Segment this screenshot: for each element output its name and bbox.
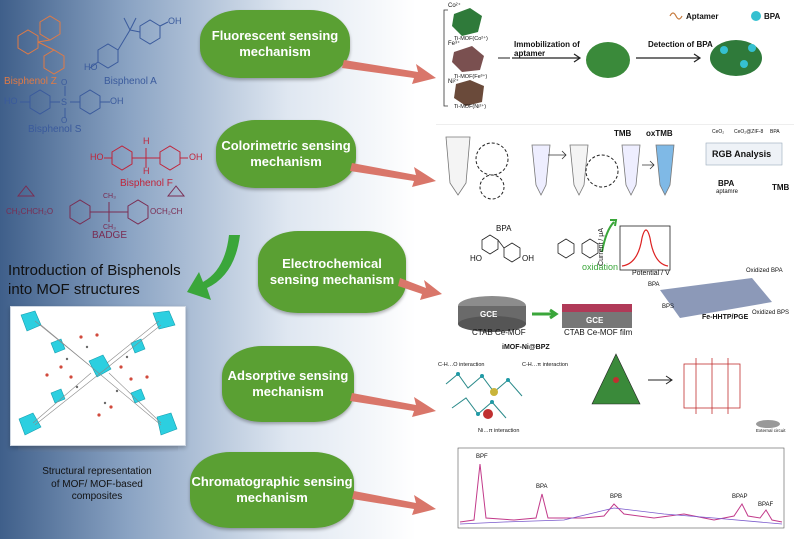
ec-bpa-2: BPA (648, 282, 660, 288)
ec-oh: OH (522, 254, 534, 263)
structural-caption: Structural representation of MOF/ MOF-ba… (42, 466, 152, 502)
metal-ni: Ni²⁺ (448, 79, 459, 85)
badge-ch3-bottom: CH₃ (103, 224, 116, 231)
mechanism-electrochemical: Electrochemical sensing mechanism (258, 231, 406, 313)
mof-co-label: Ti-MOF(Co²⁺) (454, 36, 488, 42)
mechanism-chromatographic: Chromatographic sensing mechanism (190, 452, 354, 528)
bisphenol-z-label: Bisphenol Z (4, 76, 57, 87)
bisphenol-s-label: Bisphenol S (28, 124, 82, 135)
bisphenol-f-label: Bisphenol F (120, 178, 173, 189)
step-immobilization: Immobilization of aptamer (514, 40, 580, 58)
arrow-chromatographic (352, 491, 436, 515)
fluorescent-drawing (443, 8, 762, 107)
legend-ceo2: CeO₂ (712, 129, 725, 135)
legend-bpa: BPA (764, 12, 781, 21)
badge-right-group: OCH₂CH (150, 207, 183, 216)
current-axis-label: Current / μA (598, 228, 605, 266)
badge-label: BADGE (92, 230, 128, 241)
mof-ni-label: Ti-MOF(Ni²⁺) (454, 104, 487, 110)
mechanism-fluorescent: Fluorescent sensing mechanism (200, 10, 350, 78)
fluorescent-panel: Co²⁺ Fe³⁺ Ni²⁺ Ti-MOF(Co²⁺) Ti-MOF(Fe³⁺)… (440, 2, 790, 112)
colorimetric-drawing (445, 136, 783, 200)
bpa-ho: HO (84, 62, 98, 72)
mof-structure-image (10, 306, 186, 446)
ch-o-interaction: C-H…O interaction (438, 362, 485, 368)
bps-o-top: O (61, 78, 68, 87)
potential-axis-label: Potential / V (632, 270, 670, 277)
ctab-mof-label: CTAB Ce-MOF (472, 328, 526, 337)
metal-co: Co²⁺ (448, 3, 461, 9)
ec-ho: HO (470, 254, 482, 263)
peak-bpa: BPA (536, 484, 548, 490)
ctab-film-label: CTAB Ce-MOF film (564, 328, 633, 337)
oxidation-label: oxidation (582, 262, 619, 272)
badge-ch3-top: CH₃ (103, 193, 116, 200)
colorimetric-panel: TMB oxTMB RGB Analysis CeO₂ CeO₂@ZIF-8 B… (436, 124, 794, 204)
gce-label: GCE (480, 310, 498, 319)
imof-title: iMOF-Ni@BPZ (502, 344, 550, 351)
arrow-adsorptive (350, 393, 436, 417)
bpf-ho: HO (90, 152, 104, 162)
bps-o-bottom: O (61, 116, 68, 125)
bpa-aptamer-bpa: BPA (718, 179, 735, 188)
bpf-h-top: H (143, 136, 150, 146)
oxidized-bps-label: Oxidized BPS (752, 310, 790, 316)
electrochemical-panel: BPA HO OH oxidation Potential / V Curren… (452, 218, 794, 338)
ch-pi-interaction: C-H…π interaction (522, 362, 568, 368)
peak-bpf: BPF (476, 454, 488, 460)
bisphenol-structures (16, 15, 188, 225)
oxtmb-label: oxTMB (646, 129, 673, 138)
gce-label-2: GCE (586, 316, 604, 325)
bpf-h-bottom: H (143, 166, 150, 176)
peak-bpaf: BPAF (758, 502, 774, 508)
bps-s: S (61, 97, 68, 107)
fe-hhtp-label: Fe-HHTP/PGE (702, 314, 749, 321)
mof-fe-label: Ti-MOF(Fe³⁺) (454, 74, 488, 80)
bps-oh: OH (110, 96, 124, 106)
adsorptive-drawing (445, 353, 780, 428)
adsorptive-panel: iMOF-Ni@BPZ C-H…O interaction C-H…π inte… (438, 344, 794, 436)
oxidized-bpa-label: Oxidized BPA (746, 268, 783, 274)
arrow-fluorescent (342, 60, 436, 84)
peak-bpap: BPAP (732, 494, 748, 500)
tmb-label: TMB (614, 129, 632, 138)
bpf-oh: OH (189, 152, 203, 162)
bpa-oh: OH (168, 16, 182, 26)
badge-left-group: CH₂CHCH₂O (6, 207, 54, 216)
electrochemical-drawing (458, 219, 772, 332)
tmb-label-2: TMB (772, 183, 790, 192)
bpa-aptamer-label: aptamre (716, 189, 739, 195)
intro-text: Introduction of Bisphenols into MOF stru… (8, 262, 181, 298)
arrow-colorimetric (350, 163, 436, 187)
legend-ceo2-zif8: CeO₂@ZIF-8 (734, 129, 764, 135)
peak-bpb: BPB (610, 494, 623, 500)
rgb-analysis-label: RGB Analysis (712, 149, 772, 159)
legend-aptamer: Aptamer (686, 12, 719, 21)
bisphenol-a-label: Bisphenol A (104, 76, 157, 87)
ec-bpa-label: BPA (496, 224, 512, 233)
mof-structure-drawing (18, 310, 178, 436)
mechanism-colorimetric: Colorimetric sensing mechanism (216, 120, 356, 188)
bps-ho: HO (4, 96, 18, 106)
arrow-electrochemical (398, 278, 442, 300)
mechanism-adsorptive: Adsorptive sensing mechanism (222, 346, 354, 422)
ni-pi-interaction: Ni…π interaction (478, 428, 520, 434)
chromatogram (457, 447, 785, 529)
step-detection: Detection of BPA (648, 40, 713, 49)
ec-bps: BPS (662, 304, 675, 310)
metal-fe: Fe³⁺ (448, 41, 461, 47)
chromatographic-panel: BPF BPA BPB BPAP BPAF (444, 444, 790, 536)
legend-bpa-small: BPA (770, 129, 780, 135)
curved-green-arrow (187, 235, 240, 300)
external-circuit-label: External circuit (756, 428, 786, 433)
